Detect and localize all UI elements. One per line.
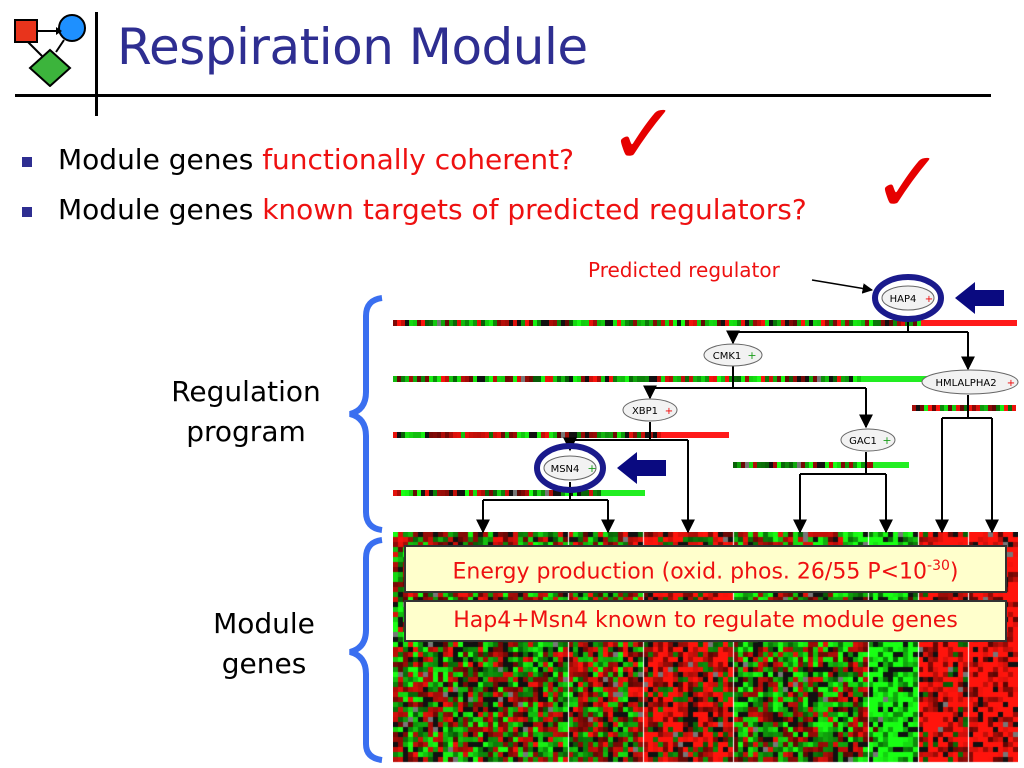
title-horizontal-rule [15, 94, 991, 97]
svg-text:+: + [925, 294, 933, 305]
svg-text:MSN4: MSN4 [551, 464, 580, 475]
regulation-brace [349, 295, 383, 533]
bullet-item-1: Module genes functionally coherent? [58, 143, 574, 176]
node-gac1: GAC1 + [840, 428, 896, 452]
title-vertical-rule [95, 12, 98, 116]
module-network-logo-icon [14, 14, 86, 87]
node-cmk1: CMK1 + [703, 343, 763, 367]
svg-text:CMK1: CMK1 [713, 351, 742, 362]
hap4-pointer-arrow [955, 282, 1004, 314]
module-genes-label: Module genes [213, 607, 315, 680]
svg-text:+: + [665, 406, 673, 417]
svg-text:+: + [1007, 378, 1015, 389]
bullet-marker [22, 207, 32, 217]
predicted-regulator-label: Predicted regulator [588, 258, 780, 282]
node-msn4: MSN4 + [534, 443, 606, 493]
svg-text:+: + [747, 349, 756, 362]
page-title: Respiration Module [117, 18, 588, 76]
svg-text:XBP1: XBP1 [632, 406, 658, 417]
bullet-2-highlight: known targets of predicted regulators? [262, 193, 807, 226]
node-hap4: HAP4 + [872, 274, 944, 322]
svg-text:GAC1: GAC1 [849, 436, 877, 447]
checkmark-icon: ✓ [608, 85, 681, 185]
bullet-2-plain: Module genes [58, 193, 263, 226]
energy-production-annotation: Energy production (oxid. phos. 26/55 P<1… [404, 545, 1007, 594]
node-xbp1: XBP1 + [622, 398, 678, 422]
module-brace [349, 537, 383, 763]
bullet-item-2: Module genes known targets of predicted … [58, 193, 807, 226]
svg-text:HMLALPHA2: HMLALPHA2 [935, 378, 996, 389]
svg-text:+: + [882, 434, 891, 447]
node-hmlalpha2: HMLALPHA2 + [921, 369, 1019, 395]
svg-text:HAP4: HAP4 [890, 294, 917, 305]
bullet-1-plain: Module genes [58, 143, 263, 176]
bullet-1-highlight: functionally coherent? [262, 143, 574, 176]
bullet-marker [22, 157, 32, 167]
known-targets-annotation: Hap4+Msn4 known to regulate module genes [404, 600, 1007, 642]
msn4-pointer-arrow [617, 452, 666, 484]
checkmark-icon: ✓ [872, 133, 945, 233]
svg-text:+: + [587, 462, 596, 475]
regulation-program-label: Regulation program [171, 375, 321, 448]
